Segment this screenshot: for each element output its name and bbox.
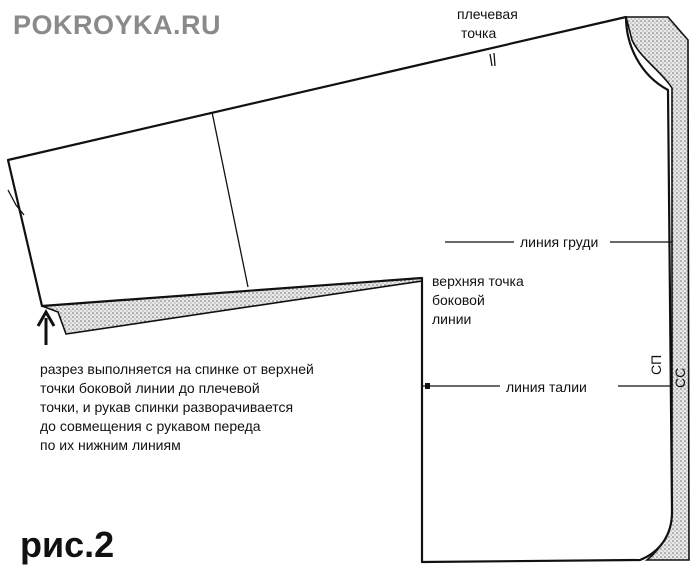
waist-notch: [425, 383, 430, 389]
side-top-label-1: верхняя точка: [432, 273, 524, 289]
sleeve-fold-line: [211, 111, 249, 288]
note-line-4: до совмещения с рукавом переда: [40, 418, 261, 434]
cut-explanation-note: разрез выполняется на спинке от верхней …: [40, 361, 314, 453]
shoulder-point-label-1: плечевая: [457, 6, 518, 22]
waist-line-label: линия талии: [506, 379, 587, 395]
bust-line-label: линия груди: [520, 234, 598, 250]
sleeve-back-edge: [7, 189, 25, 216]
shoulder-point-notch: [489, 52, 496, 67]
site-title: POKROYKA.RU: [13, 10, 221, 40]
note-line-3: точки, и рукав спинки разворачивается: [40, 399, 293, 415]
side-top-label-3: линии: [432, 311, 471, 327]
note-line-1: разрез выполняется на спинке от верхней: [40, 361, 314, 377]
ss-label: СС: [672, 368, 688, 388]
figure-label: рис.2: [20, 524, 114, 565]
note-line-5: по их нижним линиям: [40, 437, 181, 453]
note-line-2: точки боковой линии до плечевой: [40, 380, 260, 396]
sp-label: СП: [648, 355, 664, 375]
side-top-label-2: боковой: [432, 292, 485, 308]
front-pattern-outline: [6, 15, 674, 564]
up-arrow-icon: [36, 308, 56, 345]
shoulder-point-label-2: точка: [461, 25, 496, 41]
